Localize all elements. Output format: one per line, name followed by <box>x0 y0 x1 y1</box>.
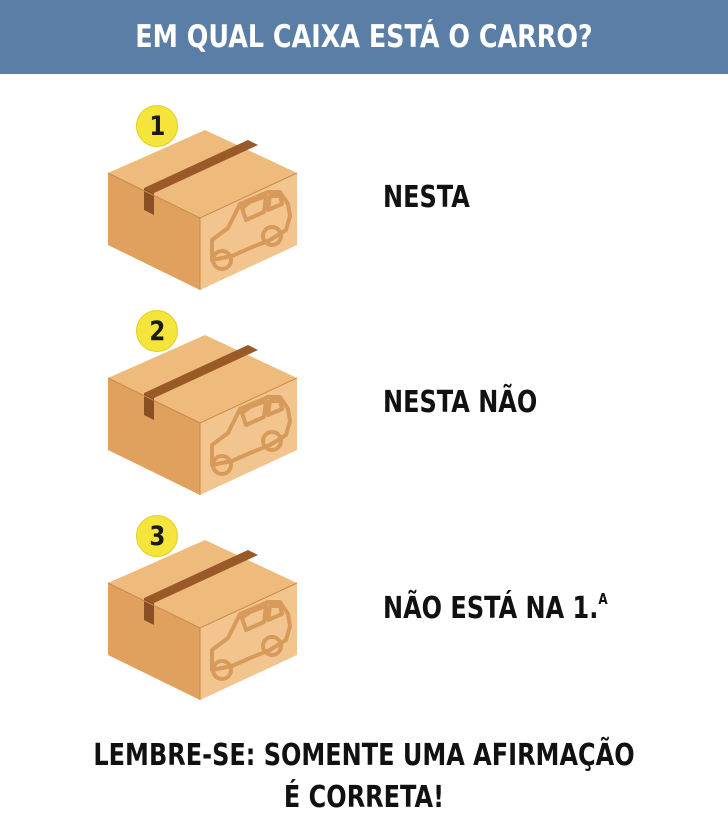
statement-3-text: NÃO ESTÁ NA 1. <box>383 591 599 626</box>
statement-2: NESTA NÃO <box>383 385 538 420</box>
footer-line-2: É CORRETA! <box>283 780 445 815</box>
footer-note: LEMBRE-SE: SOMENTE UMA AFIRMAÇÃO É CORRE… <box>0 735 728 819</box>
box-row-2: 2 NESTA NÃO <box>0 305 728 505</box>
car-icon <box>210 190 292 271</box>
number-badge-1: 1 <box>136 105 178 147</box>
number-badge-2: 2 <box>136 310 178 352</box>
badge-number: 2 <box>149 315 165 347</box>
badge-number: 1 <box>149 110 165 142</box>
box-row-3: 3 NÃO ESTÁ NA 1.A <box>0 510 728 710</box>
header-bar: EM QUAL CAIXA ESTÁ O CARRO? <box>0 0 728 74</box>
page-title: EM QUAL CAIXA ESTÁ O CARRO? <box>135 19 593 55</box>
car-icon <box>210 395 292 476</box>
statement-1: NESTA <box>383 180 470 215</box>
badge-number: 3 <box>149 520 165 552</box>
statement-3-superscript: A <box>598 590 608 608</box>
box-row-1: 1 NESTA <box>0 100 728 300</box>
car-icon <box>210 600 292 681</box>
number-badge-3: 3 <box>136 515 178 557</box>
statement-3: NÃO ESTÁ NA 1.A <box>383 590 608 626</box>
footer-line-1: LEMBRE-SE: SOMENTE UMA AFIRMAÇÃO <box>93 738 635 773</box>
cardboard-box-icon: 1 <box>100 100 310 300</box>
cardboard-box-icon: 2 <box>100 305 310 505</box>
cardboard-box-icon: 3 <box>100 510 310 710</box>
